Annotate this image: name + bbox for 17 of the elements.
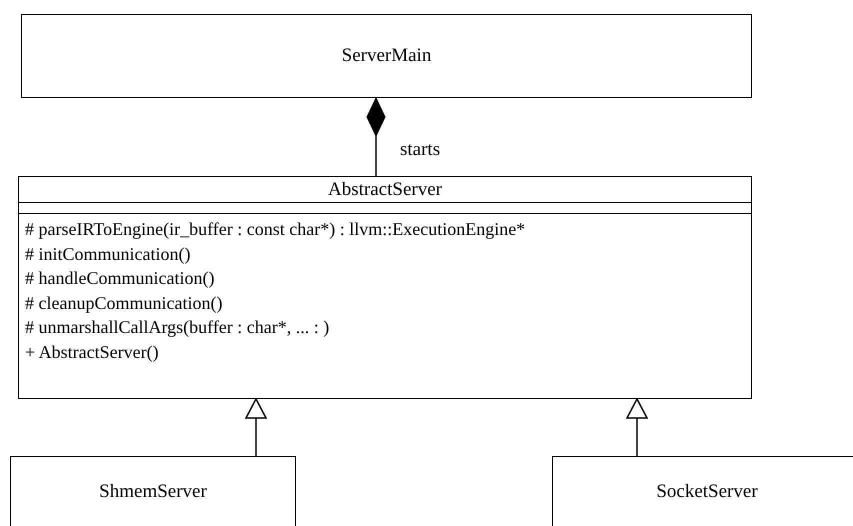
class-box <box>552 456 853 526</box>
class-name: ServerMain <box>342 45 432 67</box>
class-name: ShmemServer <box>99 481 207 503</box>
class-box <box>10 456 296 526</box>
inheritance-arrow <box>626 398 648 456</box>
method-signature: # parseIRToEngine(ir_buffer : const char*) : llvm::ExecutionEngine* <box>25 218 526 241</box>
inheritance-arrow <box>245 398 267 456</box>
method-signature: # handleCommunication() <box>25 267 214 290</box>
method-signature: # unmarshallCallArgs(buffer : char*, ... : ) <box>25 316 330 339</box>
composition-connector <box>366 98 386 176</box>
method-signature: # initCommunication() <box>25 242 190 266</box>
method-signature: # cleanupCommunication() <box>25 292 222 315</box>
method-signature: + AbstractServer() <box>25 340 159 364</box>
class-box <box>21 14 752 98</box>
class-name: SocketServer <box>656 481 758 503</box>
class-name: AbstractServer <box>328 179 442 200</box>
class-box <box>18 176 752 399</box>
